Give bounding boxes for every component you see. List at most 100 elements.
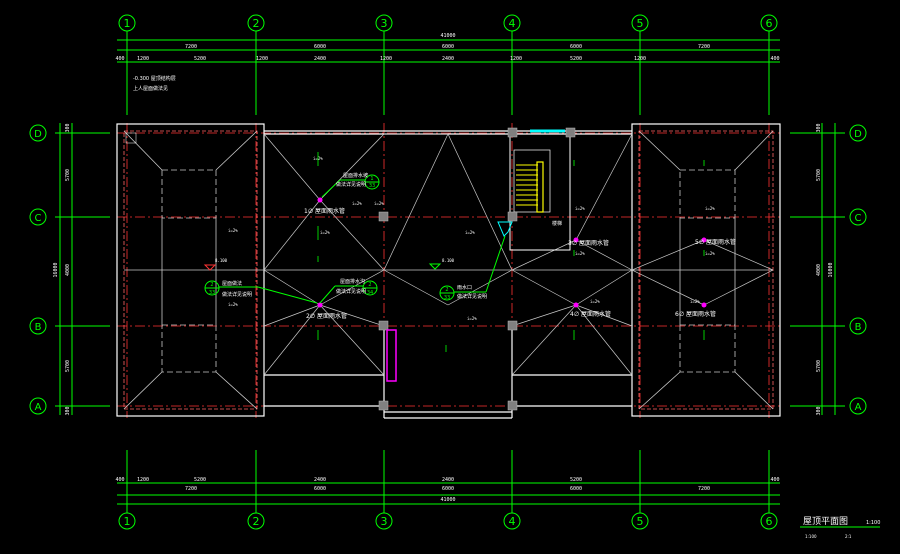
- grid-bubbles-bottom: 1 2 3 4 5 6: [118, 512, 778, 530]
- dim-top-total: 41000: [440, 33, 455, 39]
- notes-top-left: -0.300 屋顶结构层 上人屋面做法见: [133, 75, 176, 92]
- dim-top-detail: 5200: [570, 56, 582, 62]
- dim-bottom-seg: 6000: [570, 486, 582, 492]
- column: [378, 400, 389, 411]
- slope-label: i=2%: [374, 201, 384, 206]
- grid-bubble-5-bottom: 5: [631, 512, 649, 530]
- dim-left-seg: 300: [65, 123, 71, 132]
- grid-label: 2: [253, 17, 260, 30]
- dim-top-detail: 5200: [194, 56, 206, 62]
- dim-top-seg: 6000: [442, 44, 454, 50]
- grid-label: 6: [766, 17, 773, 30]
- callouts: 1 33 屋面排水坡 做法详见说明 2 33 屋面做法 做法详见说明 2 34 …: [204, 172, 513, 304]
- dim-right-seg: 5700: [816, 360, 822, 372]
- note-line: -0.300 屋顶结构层: [133, 75, 176, 82]
- callout-num: 33: [209, 290, 215, 296]
- grid-bubble-D-left: D: [29, 124, 47, 142]
- column: [378, 320, 389, 331]
- dim-top-detail: 400: [770, 56, 779, 62]
- callout-text: 屋面做法: [222, 280, 242, 287]
- grid-label: D: [854, 129, 862, 140]
- dim-top-detail: 1200: [137, 56, 149, 62]
- callout-num: 2: [445, 287, 448, 293]
- drain-dot: [573, 302, 579, 308]
- grid-label: B: [855, 322, 862, 333]
- grid-bubble-A-right: A: [849, 397, 867, 415]
- columns: [125, 127, 576, 411]
- callout-1: 1 33 屋面排水坡 做法详见说明: [321, 172, 380, 198]
- grid-bubble-C-left: C: [29, 208, 47, 226]
- grid-label: 4: [509, 515, 516, 528]
- note-line: 上人屋面做法见: [133, 85, 168, 92]
- callout-num: 34: [367, 290, 373, 296]
- grid-bubble-1-top: 1: [118, 14, 136, 32]
- dim-left-seg: 300: [65, 406, 71, 415]
- grid-bubbles-top: 1 2 3 4 5 6: [118, 14, 778, 32]
- grid-label: 5: [637, 515, 644, 528]
- slope-label: i=2%: [575, 251, 585, 256]
- hip-roof-right: [638, 130, 774, 410]
- grid-label: 1: [124, 17, 131, 30]
- grid-label: A: [855, 402, 862, 413]
- dim-bottom-seg: 7200: [185, 486, 197, 492]
- dim-top-detail: 1200: [380, 56, 392, 62]
- callout-3: 2 34 屋面排水沟 做法详见说明: [319, 278, 378, 304]
- column: [507, 320, 518, 331]
- grid-label: 5: [637, 17, 644, 30]
- callout-text: 做法详见说明: [336, 288, 366, 295]
- callout-num: 1: [370, 176, 373, 182]
- grid-bubble-B-left: B: [29, 317, 47, 335]
- axis-lines: [117, 123, 780, 418]
- slope-label: i=2%: [467, 316, 477, 321]
- drain-label: 6∅ 屋面雨水管: [675, 310, 716, 318]
- dimension-texts: 41000 7200 6000 6000 6000 7200 400 1200 …: [53, 33, 834, 503]
- grid-bubble-6-top: 6: [760, 14, 778, 32]
- callout-text: 屋面排水沟: [340, 278, 365, 285]
- grid-bubble-B-right: B: [849, 317, 867, 335]
- dim-top-detail: 1200: [634, 56, 646, 62]
- dim-top-detail: 1200: [256, 56, 268, 62]
- roof-hatch: [125, 132, 137, 144]
- dim-bottom-detail: 1200: [137, 477, 149, 483]
- drain-dot: [317, 302, 323, 308]
- column: [565, 127, 576, 138]
- dim-left-seg: 5700: [65, 169, 71, 181]
- callout-2: 2 33 屋面做法 做法详见说明: [204, 280, 318, 304]
- drawing-mark: 2:1: [845, 534, 852, 539]
- dim-top-seg: 7200: [698, 44, 710, 50]
- grid-bubble-6-bottom: 6: [760, 512, 778, 530]
- magenta-gutter: [386, 329, 397, 382]
- callout-num: 2: [368, 282, 371, 288]
- slope-label: i=2%: [575, 206, 585, 211]
- dim-top-seg: 7200: [185, 44, 197, 50]
- callout-text: 做法详见说明: [222, 291, 252, 298]
- callout-4: 2 33 雨水口 做法详见说明: [439, 221, 513, 301]
- dim-left-total: 16000: [53, 262, 59, 277]
- slope-label: i=2%: [465, 230, 475, 235]
- dim-right-total: 16000: [828, 262, 834, 277]
- grid-bubble-2-top: 2: [247, 14, 265, 32]
- grid-label: 3: [381, 515, 388, 528]
- stair-label: 楼梯: [552, 220, 562, 227]
- column: [507, 211, 518, 222]
- grid-bubbles-rows: D C B A D C B A: [29, 124, 867, 415]
- hip-roof-left: [123, 130, 258, 410]
- drawing-note: 1:100: [805, 534, 817, 539]
- roof-drainage-lines: [124, 133, 774, 376]
- drain-label: 4∅ 屋面雨水管: [570, 310, 611, 318]
- dim-left-seg: 4000: [65, 264, 71, 276]
- grid-bubble-3-top: 3: [375, 14, 393, 32]
- grid-label: A: [35, 402, 42, 413]
- slope-label: i=2%: [590, 299, 600, 304]
- slope-label: i=2%: [705, 206, 715, 211]
- dim-top-detail: 1200: [510, 56, 522, 62]
- dim-top-seg: 6000: [314, 44, 326, 50]
- grid-label: B: [35, 322, 42, 333]
- slope-label: i=2%: [320, 230, 330, 235]
- dimension-lines: [55, 31, 845, 513]
- grid-label: 6: [766, 515, 773, 528]
- drain-dot: [701, 302, 707, 308]
- drawing-scale: 1:100: [866, 520, 880, 526]
- dim-bottom-seg: 6000: [442, 486, 454, 492]
